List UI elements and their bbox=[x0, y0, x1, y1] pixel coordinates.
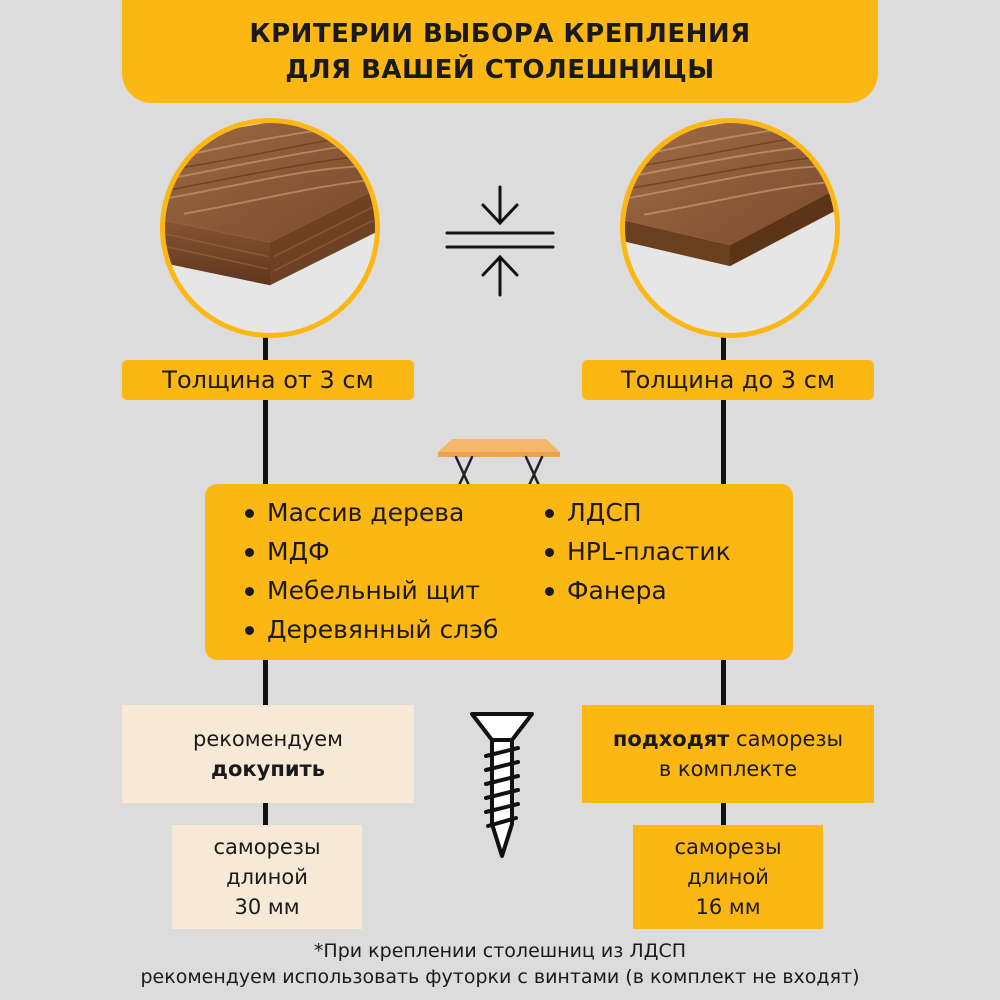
connector-line bbox=[263, 400, 268, 485]
wood-slab-thin-image bbox=[620, 118, 840, 338]
screw-length-line2: длиной bbox=[226, 865, 308, 889]
bullet-icon bbox=[545, 509, 554, 518]
header-title-line1: КРИТЕРИИ ВЫБОРА КРЕПЛЕНИЯ bbox=[249, 18, 751, 49]
materials-box: Массив дерева МДФ Мебельный щит Деревянн… bbox=[205, 484, 793, 660]
connector-line bbox=[721, 803, 726, 826]
screw-length-line2: длиной bbox=[687, 865, 769, 889]
bullet-icon bbox=[545, 548, 554, 557]
material-item: Мебельный щит bbox=[245, 576, 480, 605]
material-item: HPL-пластик bbox=[545, 537, 731, 566]
bullet-icon bbox=[245, 509, 254, 518]
thickness-compare-icon bbox=[445, 185, 555, 300]
wood-slab-thin-icon bbox=[625, 123, 835, 267]
material-item: Фанера bbox=[545, 576, 667, 605]
screw-length-line1: саморезы bbox=[213, 835, 321, 859]
material-item: МДФ bbox=[245, 537, 330, 566]
bullet-icon bbox=[245, 548, 254, 557]
screw-length-line1: саморезы bbox=[674, 835, 782, 859]
screw-length-value: 30 мм bbox=[234, 895, 300, 919]
page-header: КРИТЕРИИ ВЫБОРА КРЕПЛЕНИЯ ДЛЯ ВАШЕЙ СТОЛ… bbox=[122, 0, 878, 103]
connector-line bbox=[263, 660, 268, 706]
thickness-label-left: Толщина от 3 см bbox=[122, 360, 414, 400]
recommend-box: рекомендуем докупить bbox=[122, 705, 414, 803]
included-line2: в комплекте bbox=[658, 757, 798, 781]
wood-slab-thick-icon bbox=[165, 123, 375, 286]
thickness-label-right: Толщина до 3 см bbox=[582, 360, 874, 400]
thickness-left-text: Толщина от 3 см bbox=[162, 366, 374, 394]
material-item: ЛДСП bbox=[545, 498, 642, 527]
header-title-line2: ДЛЯ ВАШЕЙ СТОЛЕШНИЦЫ bbox=[285, 54, 715, 85]
screw-length-box-left: саморезы длиной 30 мм bbox=[172, 825, 362, 929]
connector-line bbox=[721, 400, 726, 485]
screw-icon bbox=[468, 708, 536, 860]
screw-length-box-right: саморезы длиной 16 мм bbox=[633, 825, 823, 929]
screw-length-value: 16 мм bbox=[695, 895, 761, 919]
material-item: Массив дерева bbox=[245, 498, 464, 527]
material-item: Деревянный слэб bbox=[245, 615, 498, 644]
bullet-icon bbox=[245, 626, 254, 635]
footnote-line1: *При креплении столешниц из ЛДСП bbox=[313, 940, 687, 962]
connector-line bbox=[721, 660, 726, 706]
bullet-icon bbox=[245, 587, 254, 596]
connector-line bbox=[721, 330, 726, 368]
connector-line bbox=[263, 803, 268, 826]
thickness-right-text: Толщина до 3 см bbox=[620, 366, 836, 394]
wood-slab-thick-image bbox=[160, 118, 380, 338]
connector-line bbox=[263, 330, 268, 368]
recommend-line1: рекомендуем bbox=[193, 727, 343, 751]
recommend-line2: докупить bbox=[210, 757, 325, 781]
included-screws-box: подходят саморезы в комплекте bbox=[582, 705, 874, 803]
bullet-icon bbox=[545, 587, 554, 596]
footnote-line2: рекомендуем использовать футорки с винта… bbox=[140, 966, 860, 988]
included-line1: подходят саморезы bbox=[612, 727, 844, 751]
